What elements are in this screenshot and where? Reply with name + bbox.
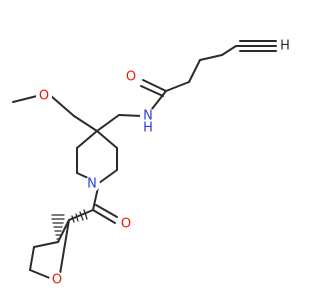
bond-chain-1 xyxy=(165,81,190,92)
atom-h-terminal-label: H xyxy=(280,39,290,54)
atom-n-ring-label: N xyxy=(87,177,97,192)
bond-thf-o-c2 xyxy=(59,219,70,275)
bond-methyl-oether xyxy=(12,95,38,103)
bond-thf-c5-o xyxy=(29,269,53,280)
bond-ring-3 xyxy=(98,169,118,184)
atom-o-ether-label: O xyxy=(39,89,49,104)
stereo-hash-methyl xyxy=(51,214,65,240)
bond-ch2-namide xyxy=(118,114,144,117)
bond-chain-2 xyxy=(188,59,201,83)
atom-o-carbonyl: O xyxy=(118,216,134,232)
bond-acyl-ocarbonyl-2 xyxy=(95,204,118,218)
bond-acyl-ocarbonyl-1 xyxy=(92,209,116,224)
bond-oether-ch2 xyxy=(50,95,75,117)
atom-n-amide-label: N xyxy=(143,109,153,124)
atom-o-ether: O xyxy=(36,88,52,104)
bond-thf-c4-c5 xyxy=(29,246,35,271)
atom-o-thf: O xyxy=(49,272,65,288)
molecule-structure: O N H O N O O H xyxy=(12,38,292,288)
atom-h-terminal: H xyxy=(278,39,292,54)
atom-labels: O N H O N O O H xyxy=(36,39,292,288)
bond-ring-1 xyxy=(96,130,118,149)
atom-o-carbonyl-label: O xyxy=(121,217,131,232)
atom-n-amide: N H xyxy=(140,108,156,136)
bond-namide-carbonyl xyxy=(151,90,167,110)
atom-n-ring: N xyxy=(84,176,100,192)
atom-o-amide: O xyxy=(123,69,139,85)
atom-o-amide-label: O xyxy=(126,70,136,85)
atom-h-amide-label: H xyxy=(143,121,153,136)
bond-carbonyl-oamide-1 xyxy=(142,79,167,92)
bond-layer xyxy=(12,40,277,280)
stereo-hash-acyl xyxy=(71,209,88,223)
atom-o-thf-label: O xyxy=(52,273,62,288)
bond-carbonyl-oamide-2 xyxy=(140,85,164,97)
bond-thf-c2-c3 xyxy=(57,219,70,243)
bond-chain-3 xyxy=(199,54,223,61)
bond-thf-c3-c4 xyxy=(33,241,59,248)
bond-ch2-quaternary xyxy=(73,115,98,132)
bond-ring-6 xyxy=(76,130,98,149)
bond-chain-4 xyxy=(221,45,237,56)
bond-quaternary-ch2 xyxy=(96,114,120,132)
